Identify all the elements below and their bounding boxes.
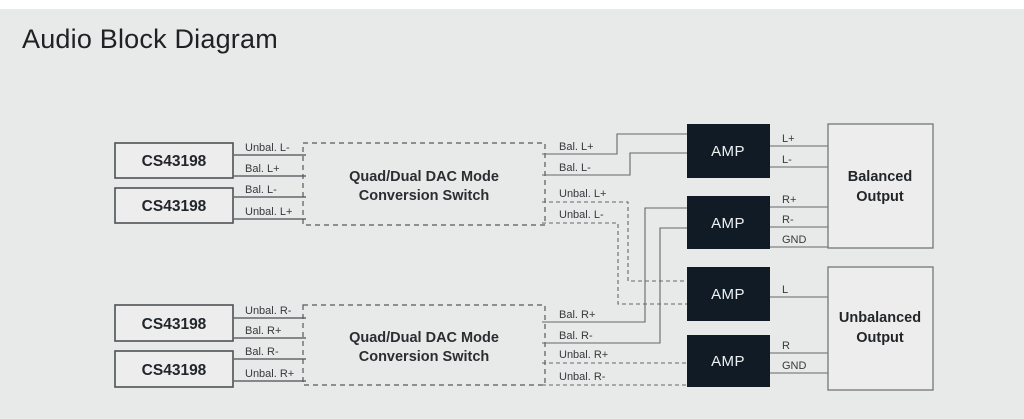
pin-label-r-plus: R+ — [782, 194, 796, 206]
balanced-output-box — [827, 123, 934, 249]
net-bal-r-minus — [542, 227, 687, 344]
net-label-unbal-l-plus: Unbal. L+ — [559, 188, 606, 200]
net-label-bal-r-minus: Bal. R- — [559, 330, 593, 342]
pin-label-l: L — [782, 284, 788, 296]
chip-wire-label-unbal-r-plus: Unbal. R+ — [245, 368, 294, 380]
chip-wires — [233, 154, 306, 382]
pin-label-l-minus: L- — [782, 154, 792, 166]
pin-label-gnd-balanced: GND — [782, 234, 807, 246]
net-label-bal-l-minus: Bal. L- — [559, 162, 591, 174]
unbalanced-output-box — [827, 266, 934, 391]
chip-wire-label-bal-l-plus: Bal. L+ — [245, 163, 280, 175]
dac-chip-1-label: CS43198 — [142, 153, 207, 170]
dac-chip-1 — [114, 142, 234, 179]
switch-output-labels: Bal. L+ Bal. L- Unbal. L+ Unbal. L- Bal.… — [559, 141, 608, 383]
chip-wire-labels: Unbal. L- Bal. L+ Bal. L- Unbal. L+ Unba… — [245, 142, 294, 380]
switch-top-title-line2: Conversion Switch — [359, 188, 490, 204]
net-label-unbal-r-plus: Unbal. R+ — [559, 349, 608, 361]
chip-wire-label-unbal-l-minus: Unbal. L- — [245, 142, 290, 154]
pin-label-l-plus: L+ — [782, 133, 795, 145]
amp-2 — [687, 196, 770, 249]
balanced-output-line2: Output — [856, 189, 904, 205]
dac-chip-3-label: CS43198 — [142, 316, 207, 333]
top-white-strip — [0, 0, 1024, 9]
chip-wire-label-bal-l-minus: Bal. L- — [245, 184, 277, 196]
chip-wire-label-bal-r-minus: Bal. R- — [245, 346, 279, 358]
chip-wire-label-unbal-r-minus: Unbal. R- — [245, 305, 292, 317]
balanced-output-line1: Balanced — [848, 169, 912, 185]
net-bal-l-minus — [542, 152, 687, 176]
conversion-switch-top — [302, 142, 546, 226]
unbalanced-output-line1: Unbalanced — [839, 310, 921, 326]
net-label-unbal-r-minus: Unbal. R- — [559, 371, 606, 383]
net-label-bal-l-plus: Bal. L+ — [559, 141, 594, 153]
amp-1-label: AMP — [711, 143, 745, 160]
net-label-unbal-l-minus: Unbal. L- — [559, 209, 604, 221]
dac-chip-2-label: CS43198 — [142, 198, 207, 215]
net-bal-l-plus — [542, 133, 687, 155]
conversion-switches: Quad/Dual DAC Mode Conversion Switch Qua… — [302, 142, 546, 386]
conversion-switch-bottom — [302, 304, 546, 386]
output-connectors: Balanced Output Unbalanced Output — [827, 123, 934, 391]
pin-label-r: R — [782, 340, 790, 352]
amp-output-wires — [770, 145, 828, 374]
amp-4-label: AMP — [711, 353, 745, 370]
amp-4 — [687, 335, 770, 387]
dac-chip-4-label: CS43198 — [142, 362, 207, 379]
dac-chip-2 — [114, 187, 234, 224]
dac-chip-3 — [114, 304, 234, 342]
pin-label-gnd-unbalanced: GND — [782, 360, 807, 372]
net-label-bal-r-plus: Bal. R+ — [559, 309, 595, 321]
unbalanced-output-line2: Output — [856, 330, 904, 346]
amps: AMP AMP AMP AMP — [687, 124, 770, 387]
chip-wire-label-bal-r-plus: Bal. R+ — [245, 325, 281, 337]
amp-3 — [687, 267, 770, 321]
net-bal-r-plus — [542, 207, 687, 323]
amp-1 — [687, 124, 770, 178]
pin-label-r-minus: R- — [782, 214, 794, 226]
amp-output-labels: L+ L- R+ R- GND L R GND — [782, 133, 807, 372]
net-unbal-l-plus — [542, 201, 687, 282]
amp-2-label: AMP — [711, 215, 745, 232]
switch-bottom-title-line1: Quad/Dual DAC Mode — [349, 330, 499, 346]
switch-bottom-title-line2: Conversion Switch — [359, 349, 490, 365]
chip-wire-label-unbal-l-plus: Unbal. L+ — [245, 206, 292, 218]
net-unbal-l-minus — [542, 222, 687, 305]
page-title: Audio Block Diagram — [22, 24, 278, 54]
dac-chip-4 — [114, 350, 234, 388]
amp-3-label: AMP — [711, 286, 745, 303]
switch-output-nets — [542, 133, 687, 386]
switch-top-title-line1: Quad/Dual DAC Mode — [349, 169, 499, 185]
dac-chips: CS43198 CS43198 CS43198 CS43198 — [114, 142, 234, 388]
